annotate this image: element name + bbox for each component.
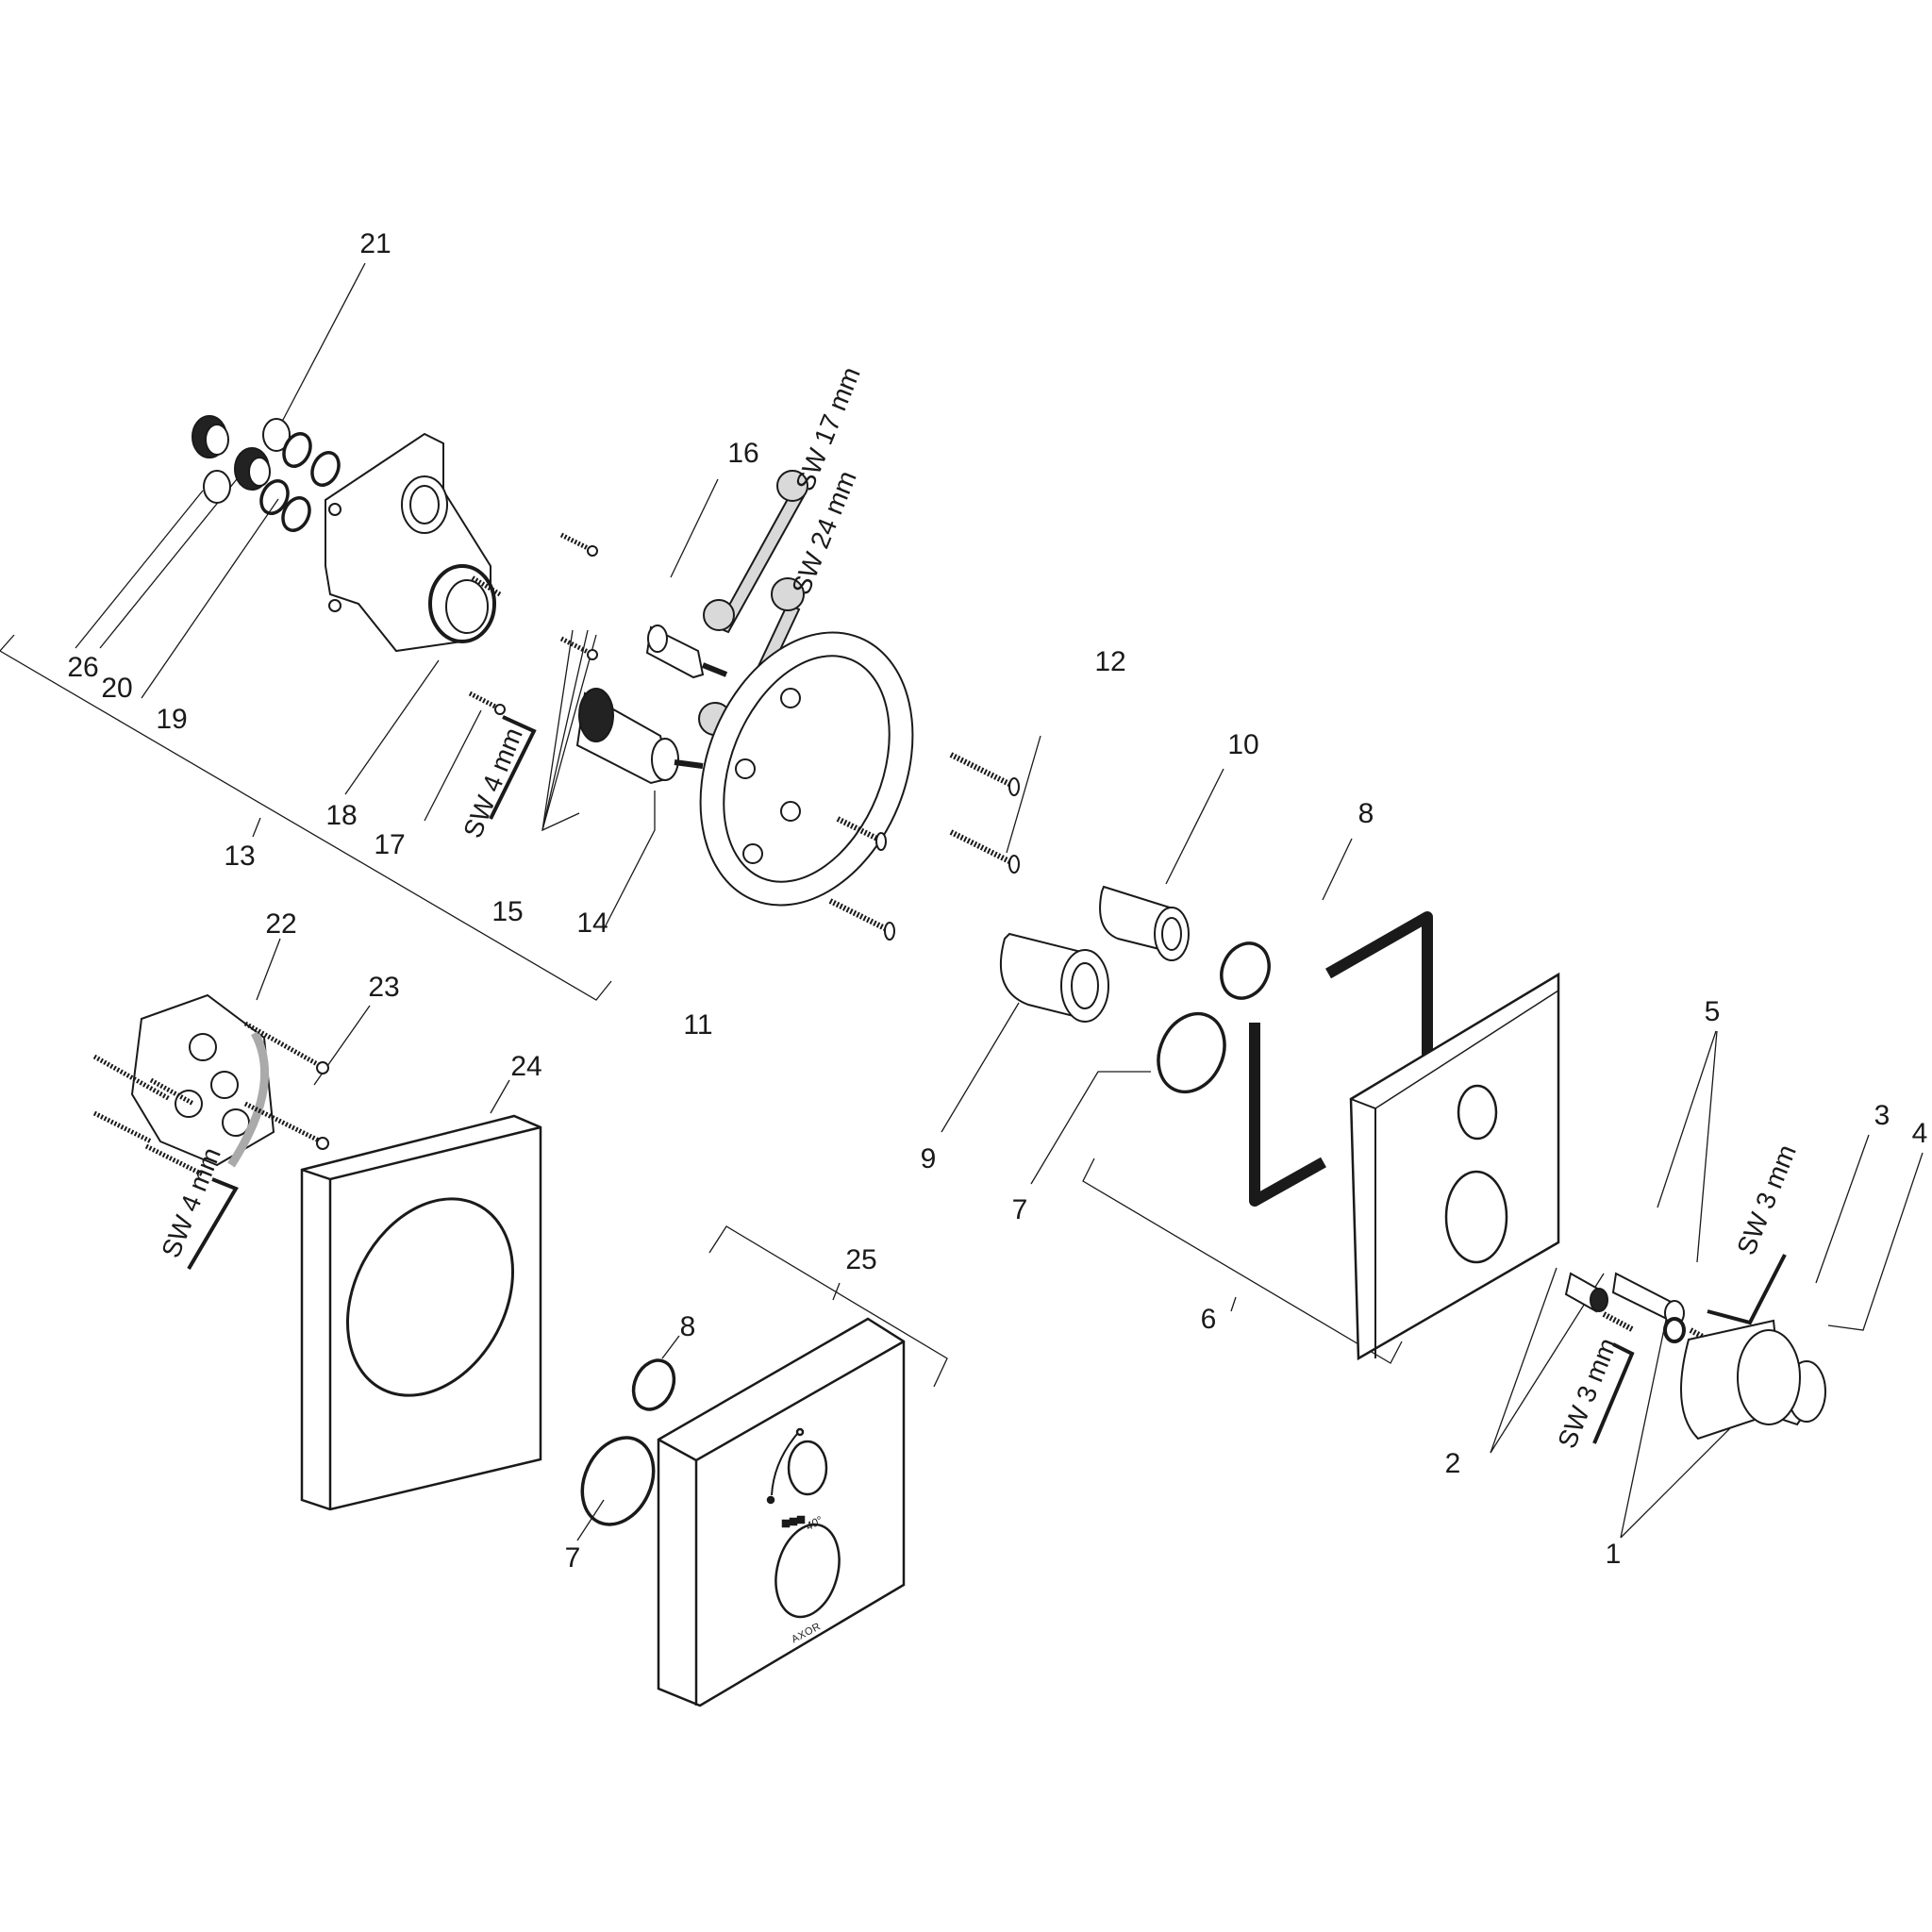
thermostat-cartridge (575, 688, 704, 785)
callout-7b: 7 (564, 1542, 581, 1574)
o-rings-left (580, 1358, 676, 1526)
callout-13: 13 (224, 841, 256, 872)
callout-22: 22 (265, 908, 297, 940)
callout-23: 23 (368, 972, 400, 1003)
mounting-ring (699, 631, 914, 907)
group-brackets (0, 634, 1403, 1388)
callout-19: 19 (156, 704, 188, 735)
rough-body (92, 993, 329, 1177)
callout-15: 15 (491, 896, 524, 927)
callout-20: 20 (101, 673, 133, 704)
callout-8a: 8 (1357, 798, 1374, 829)
extension-sleeves (999, 885, 1190, 1023)
callout-3: 3 (1874, 1100, 1890, 1131)
callout-6: 6 (1200, 1304, 1217, 1335)
callout-26: 26 (67, 652, 99, 683)
callout-12: 12 (1094, 646, 1126, 677)
callout-16: 16 (727, 438, 759, 469)
callout-10: 10 (1227, 729, 1259, 760)
allen-key-4mm-icon (489, 715, 537, 820)
callout-2: 2 (1444, 1448, 1461, 1479)
callout-17: 17 (374, 829, 406, 860)
diverter-cartridge (645, 625, 728, 679)
allen-keys-3mm (1592, 1254, 1787, 1444)
check-valves-group (192, 415, 341, 532)
handles (1564, 1272, 1826, 1441)
callout-4: 4 (1911, 1118, 1928, 1149)
long-screws (828, 752, 1020, 941)
leader-lines (75, 262, 1924, 1541)
callout-14: 14 (576, 908, 608, 939)
callout-8b: 8 (679, 1311, 696, 1342)
callout-9: 9 (920, 1143, 937, 1174)
callout-24: 24 (510, 1051, 542, 1082)
callout-7a: 7 (1011, 1194, 1028, 1225)
callout-1: 1 (1605, 1539, 1622, 1570)
screws-small (468, 532, 598, 715)
callout-11: 11 (683, 1009, 713, 1041)
cover-plate-25 (657, 1317, 906, 1707)
callout-25: 25 (845, 1244, 877, 1275)
callout-5: 5 (1704, 996, 1721, 1027)
allen-key-4mm-lower-icon (187, 1177, 239, 1271)
callout-21: 21 (359, 228, 391, 259)
callout-18: 18 (325, 800, 358, 831)
valve-body (325, 432, 502, 653)
o-rings-right (1157, 941, 1271, 1094)
cover-plate-6 (1249, 911, 1560, 1361)
cover-plate-24 (300, 1114, 542, 1511)
